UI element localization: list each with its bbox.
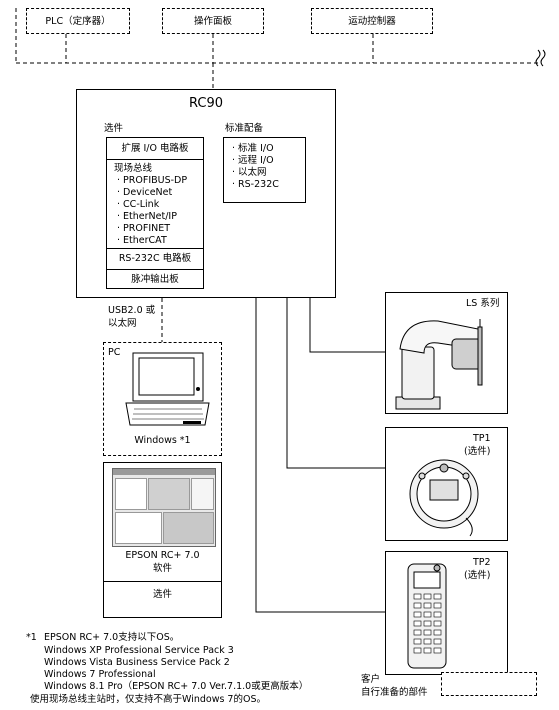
standard-item: · RS-232C: [232, 179, 279, 190]
operation-panel-box: 操作面板: [162, 8, 264, 34]
legend-label-1: 客户: [361, 674, 381, 685]
software-label-2: 软件: [152, 563, 172, 574]
software-box: EPSON RC+ 7.0 软件 选件: [103, 462, 222, 618]
software-label-1: EPSON RC+ 7.0: [125, 550, 200, 561]
footnote-line: Windows 8.1 Pro（EPSON RC+ 7.0 Ver.7.1.0或…: [44, 681, 309, 692]
operation-panel-label: 操作面板: [193, 16, 232, 27]
standard-item: · 以太网: [232, 167, 267, 178]
fieldbus-item: · EtherCAT: [117, 235, 167, 246]
standard-item: · 标准 I/O: [232, 143, 274, 154]
connection-label-2: 以太网: [108, 318, 137, 329]
fieldbus-item: · PROFINET: [117, 223, 171, 234]
software-screenshot-image: [112, 468, 216, 547]
pc-box: PC Windows *1: [103, 342, 222, 456]
controller-title: RC90: [188, 96, 223, 111]
fieldbus-item: · CC-Link: [117, 199, 160, 210]
motion-controller-label: 运动控制器: [348, 16, 396, 27]
footnote-line: Windows 7 Professional: [44, 669, 156, 680]
tp2-pendant-icon: [407, 563, 447, 669]
legend-dashed-box: [441, 672, 537, 696]
plc-label: PLC（定序器）: [45, 16, 111, 27]
fieldbus-title: 现场总线: [114, 163, 153, 174]
footnote-marker: *1: [26, 632, 37, 643]
tp2-sub-label: (选件): [464, 570, 491, 581]
footnote-line: Windows Vista Business Service Pack 2: [44, 657, 230, 668]
tp2-label: TP2: [473, 557, 491, 568]
standard-item: · 远程 I/O: [232, 155, 274, 166]
tp1-sub-label: (选件): [464, 446, 491, 457]
motion-controller-box: 运动控制器: [311, 8, 433, 34]
pulse-output-board: 脉冲输出板: [131, 274, 179, 285]
footnote-line: Windows XP Professional Service Pack 3: [44, 645, 234, 656]
windows-label: Windows *1: [134, 435, 191, 446]
plc-box: PLC（定序器）: [26, 8, 130, 34]
standard-panel: · 标准 I/O · 远程 I/O · 以太网 · RS-232C: [223, 137, 306, 203]
options-panel: 扩展 I/O 电路板 现场总线 · PROFIBUS-DP · DeviceNe…: [106, 137, 204, 289]
connection-label-1: USB2.0 或: [108, 305, 156, 316]
ls-robot-label: LS 系列: [466, 298, 500, 309]
tp1-pendant-icon: [409, 459, 479, 537]
tp2-box: TP2 (选件): [385, 551, 508, 675]
rs232c-board: RS-232C 电路板: [118, 253, 192, 264]
legend-label-2: 自行准备的部件: [361, 687, 428, 698]
footnote-line: 使用现场总线主站时，仅支持不高于Windows 7的OS。: [30, 694, 266, 705]
fieldbus-item: · EtherNet/IP: [117, 211, 177, 222]
standard-label: 标准配备: [225, 123, 264, 134]
tp1-label: TP1: [473, 433, 491, 444]
software-option-label: 选件: [152, 589, 172, 600]
ls-robot-box: LS 系列: [385, 292, 508, 414]
laptop-icon: [125, 352, 210, 426]
footnote-line: EPSON RC+ 7.0支持以下OS。: [44, 632, 180, 643]
tp1-box: TP1 (选件): [385, 427, 508, 541]
pc-label: PC: [108, 347, 121, 358]
expansion-io-board: 扩展 I/O 电路板: [121, 143, 189, 154]
fieldbus-item: · DeviceNet: [117, 187, 173, 198]
fieldbus-item: · PROFIBUS-DP: [117, 175, 188, 186]
options-label: 选件: [104, 123, 124, 134]
scara-robot-icon: [395, 319, 483, 410]
